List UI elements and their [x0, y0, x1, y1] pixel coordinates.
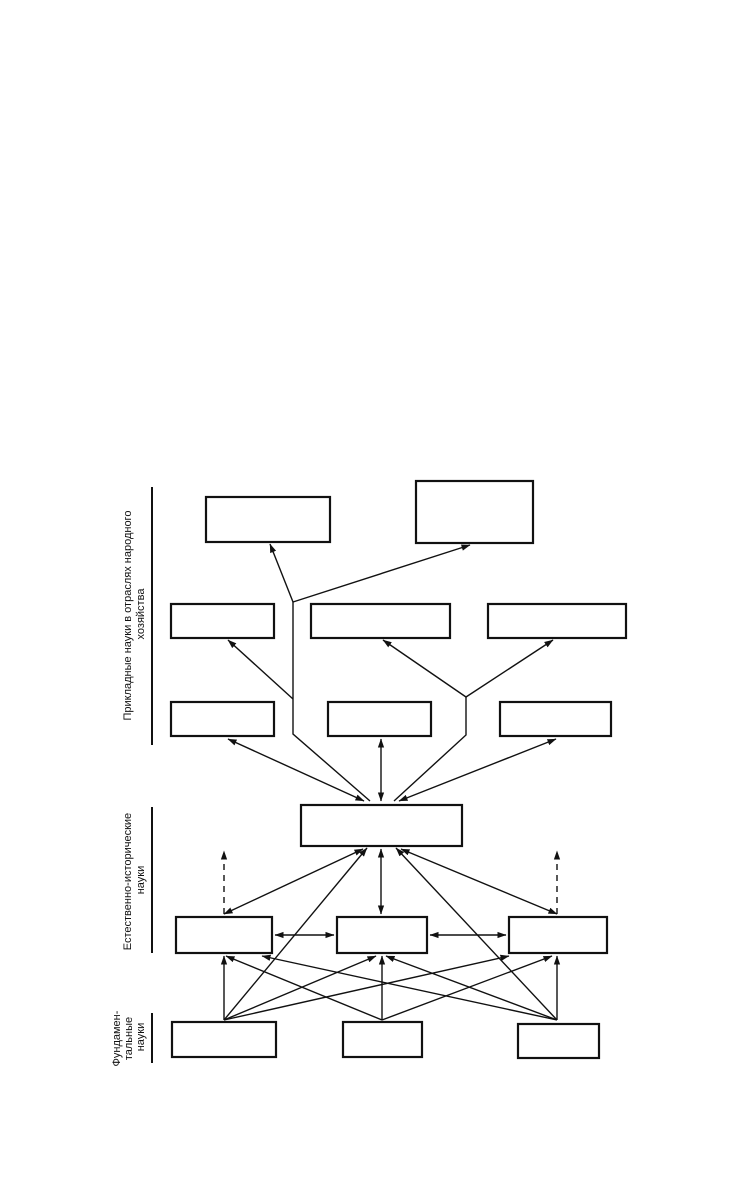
- edge-trunk-left-t2: [292, 544, 471, 603]
- applied-box-2-center: [309, 602, 452, 640]
- edge-trunk-left-t1: [269, 543, 294, 603]
- applied-box-1-center: [326, 700, 433, 738]
- natural-history-label-line-2: науки: [135, 866, 147, 895]
- natural-box-right: [507, 915, 609, 955]
- edge-f2-n3: [381, 955, 553, 1021]
- edge-trunk-right-a5: [382, 639, 467, 698]
- applied-sciences-label: Прикладные науки в отраслях народного хо…: [122, 507, 147, 720]
- top-box-left: [204, 495, 332, 544]
- top-row: [204, 479, 535, 545]
- connections: [220, 543, 561, 1021]
- edge-n1-hub: [223, 848, 364, 915]
- natural-history-label: Естественно-исторические науки: [122, 810, 147, 950]
- applied-box-2-right: [486, 602, 628, 640]
- edge-hub-a3: [398, 738, 557, 802]
- fundamental-label-line-2: тальные: [123, 1017, 135, 1060]
- applied-box-1-right: [498, 700, 613, 738]
- edge-trunk-right-a6: [465, 639, 554, 698]
- hub-box: [299, 803, 464, 848]
- applied-box-1-left: [169, 700, 276, 738]
- applied-row-1: [169, 700, 613, 738]
- applied-box-2-left: [169, 602, 276, 640]
- applied-sciences-label-line-2: хозяйства: [135, 588, 147, 640]
- fundamental-box-center: [341, 1020, 424, 1059]
- edge-f3-n1: [261, 954, 558, 1021]
- applied-sciences-label-line-1: Прикладные науки в отраслях народного: [122, 511, 134, 721]
- edge-f2-n1: [225, 955, 383, 1021]
- edge-trunk-left-a4: [227, 639, 294, 700]
- applied-row-2: [169, 602, 628, 640]
- trunk-left: [292, 602, 371, 802]
- fundamental-label-line-3: науки: [135, 1023, 147, 1052]
- edge-n3-hub: [400, 848, 558, 915]
- natural-box-center: [335, 915, 429, 955]
- edge-f3-n2: [385, 955, 558, 1021]
- top-box-right: [414, 479, 535, 545]
- trunk-right: [393, 697, 467, 802]
- natural-history-label-line-1: Естественно-исторические: [122, 813, 134, 950]
- edge-hub-a1: [227, 738, 365, 802]
- edge-f1-n2: [223, 955, 377, 1021]
- fundamental-box-right: [516, 1022, 601, 1060]
- fundamental-row: [170, 1020, 601, 1060]
- fundamental-box-left: [170, 1020, 278, 1059]
- natural-history-row: [174, 915, 609, 955]
- fundamental-label-line-1: Фундамен-: [111, 1010, 123, 1066]
- natural-box-left: [174, 915, 274, 955]
- fundamental-label: Фундамен- тальные науки: [111, 1008, 147, 1067]
- edge-f1-n3: [223, 954, 510, 1021]
